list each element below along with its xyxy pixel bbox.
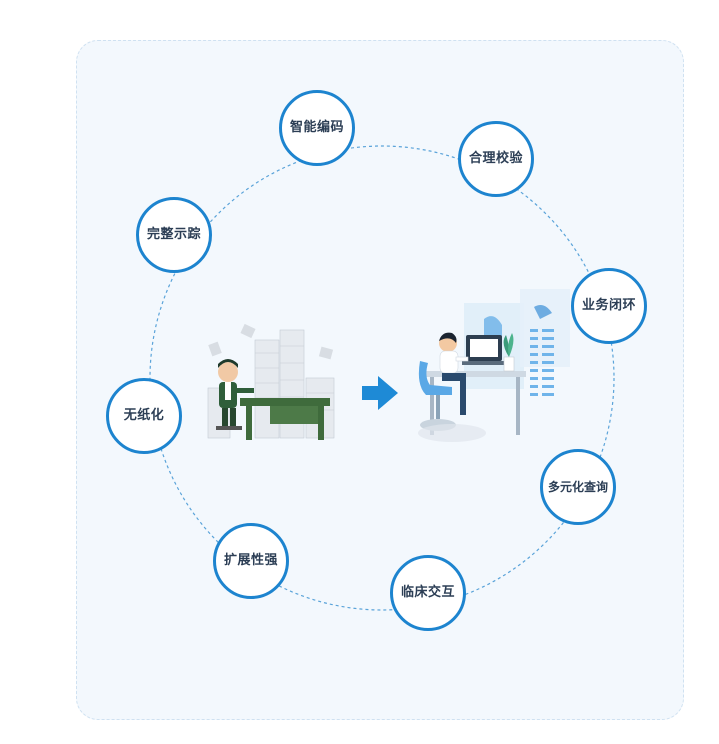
node-label: 临床交互: [401, 585, 455, 601]
node-label: 多元化查询: [548, 480, 608, 494]
node-label: 扩展性强: [224, 553, 278, 569]
node-clinical-interaction: 临床交互: [390, 555, 466, 631]
node-diversified-query: 多元化查询: [540, 449, 616, 525]
arrow-right-icon: [360, 374, 400, 412]
node-label: 业务闭环: [582, 298, 636, 314]
node-reasonable-check: 合理校验: [458, 121, 534, 197]
node-label: 无纸化: [124, 408, 165, 424]
node-label: 合理校验: [469, 151, 523, 167]
node-strong-extensibility: 扩展性强: [213, 523, 289, 599]
node-label: 智能编码: [290, 120, 344, 136]
node-smart-coding: 智能编码: [279, 90, 355, 166]
node-label: 完整示踪: [147, 227, 201, 243]
node-paperless: 无纸化: [106, 378, 182, 454]
node-complete-display-trace: 完整示踪: [136, 197, 212, 273]
paper-overload-illustration: [200, 318, 350, 448]
node-business-closed-loop: 业务闭环: [571, 268, 647, 344]
digital-office-illustration: [412, 285, 588, 445]
